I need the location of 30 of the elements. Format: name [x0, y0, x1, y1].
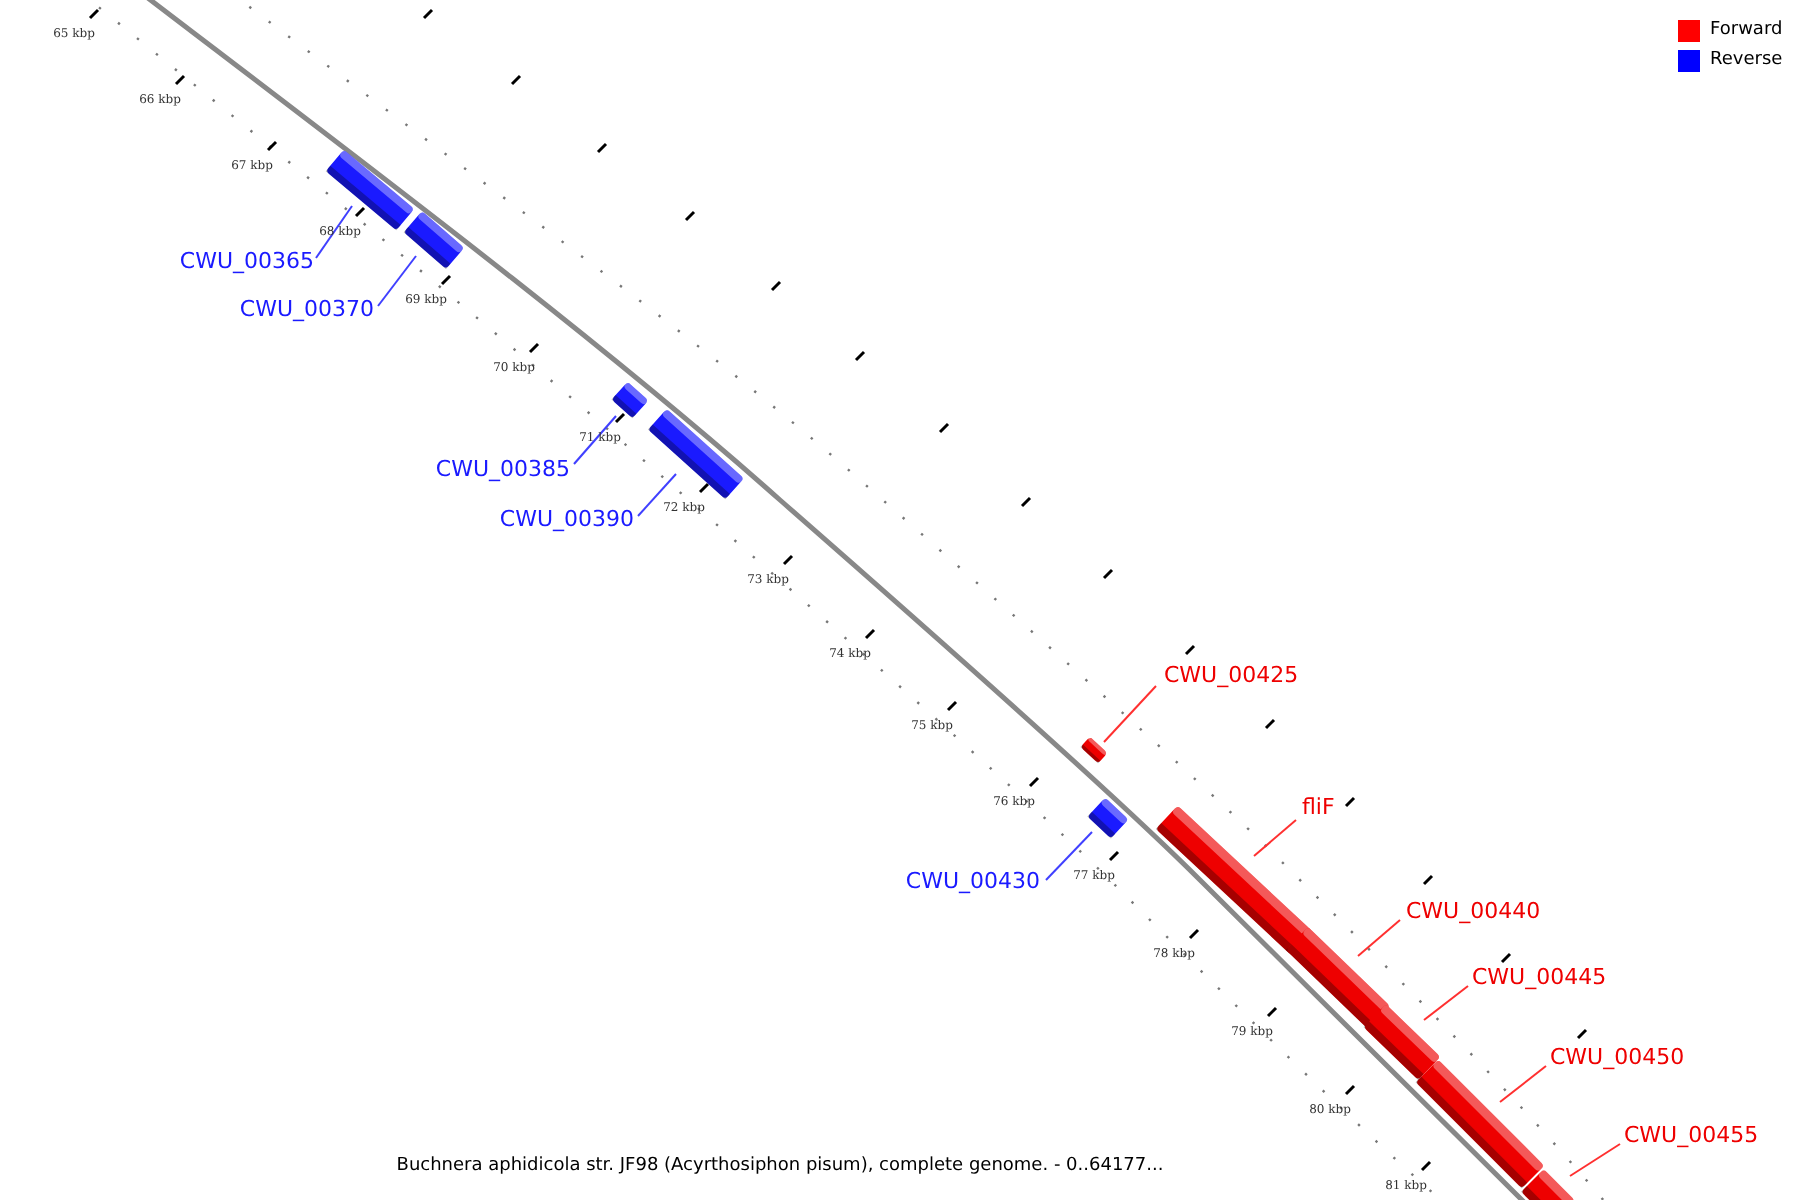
leader-line	[1423, 985, 1469, 1021]
gene-label: CWU_00370	[239, 296, 374, 322]
leader-line	[1045, 831, 1093, 881]
gene-label: CWU_00390	[499, 506, 634, 532]
gene-label: CWU_00385	[435, 456, 570, 482]
gene-bar	[611, 381, 649, 419]
gene-bar	[1087, 797, 1129, 839]
caption: Buchnera aphidicola str. JF98 (Acyrthosiphon pisum), complete genome. - 0..64177...	[396, 1156, 1164, 1176]
legend-label: Forward	[1710, 18, 1783, 44]
legend-label: Reverse	[1710, 48, 1783, 74]
gene-label: CWU_00445	[1472, 964, 1607, 990]
leader-line	[1357, 919, 1401, 957]
gene-label: CWU_00440	[1406, 898, 1541, 924]
leader-line	[1569, 1143, 1621, 1177]
leader-line	[1253, 819, 1297, 857]
gene-label: CWU_00430	[905, 868, 1040, 894]
leader-line	[637, 473, 677, 517]
gene-bar	[1521, 1169, 1575, 1200]
gene-label: CWU_00365	[179, 248, 314, 274]
gene-label: CWU_00455	[1624, 1122, 1759, 1148]
leader-line	[377, 255, 417, 307]
gene-label: CWU_00450	[1550, 1044, 1685, 1070]
leader-line	[1103, 685, 1157, 743]
gene-label: fliF	[1302, 794, 1335, 820]
gene-label: CWU_00425	[1164, 662, 1299, 688]
leader-line	[573, 415, 617, 465]
leader-line	[315, 205, 353, 259]
leader-line	[1499, 1065, 1547, 1103]
gene-bar	[1080, 736, 1108, 764]
gene-bar	[1363, 1004, 1441, 1080]
